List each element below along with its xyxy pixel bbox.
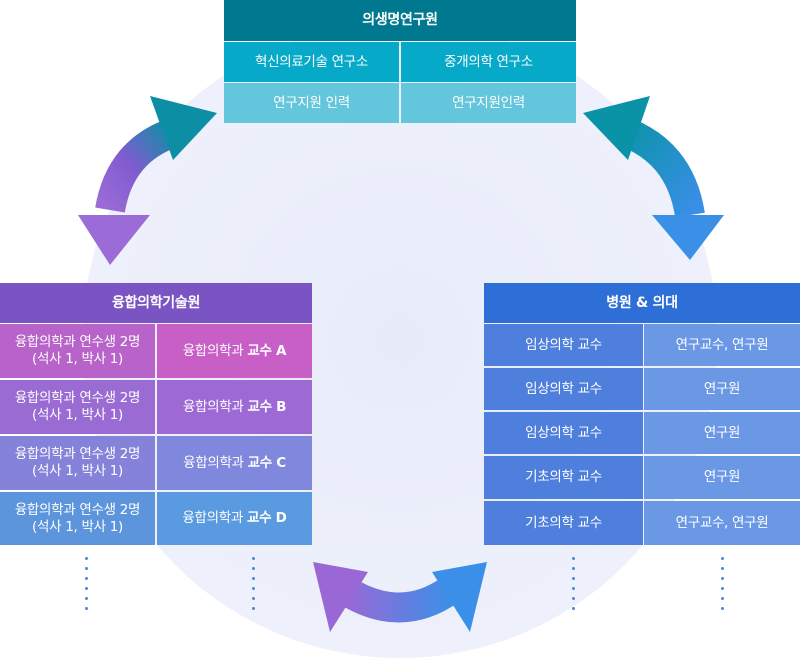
left-row-3-professor: 융합의학과 교수 C — [157, 436, 312, 490]
left-row-3-trainees: 융합의학과 연수생 2명 (석사 1, 박사 1) — [0, 436, 155, 490]
left-group-box: 융합의학기술원 융합의학과 연수생 2명 (석사 1, 박사 1) 융합의학과 … — [0, 283, 312, 545]
right-row-1-staff: 연구교수, 연구원 — [644, 324, 800, 366]
right-row-5-staff: 연구교수, 연구원 — [644, 501, 800, 545]
left-group-title: 융합의학기술원 — [0, 283, 312, 323]
professor-name: 교수 A — [247, 342, 287, 359]
right-row-2-professor: 임상의학 교수 — [484, 368, 643, 410]
top-row1-cell-1: 혁신의료기술 연구소 — [224, 42, 399, 82]
left-row-4-professor: 융합의학과 교수 D — [157, 492, 312, 545]
trainee-breakdown: (석사 1, 박사 1) — [32, 407, 123, 423]
trainee-count: 융합의학과 연수생 2명 — [14, 501, 141, 518]
professor-name: 교수 D — [247, 510, 287, 526]
professor-dept: 융합의학과 — [183, 454, 248, 471]
top-group-title: 의생명연구원 — [224, 0, 576, 41]
trainee-count: 융합의학과 연수생 2명 — [14, 390, 141, 406]
left-row-1-trainees: 융합의학과 연수생 2명 (석사 1, 박사 1) — [0, 324, 155, 378]
top-row2-cell-1: 연구지원 인력 — [224, 83, 399, 123]
right-row-4-professor: 기초의학 교수 — [484, 456, 643, 499]
right-row-3-staff: 연구원 — [644, 412, 800, 454]
trainee-breakdown: (석사 1, 박사 1) — [32, 518, 123, 535]
trainee-count: 융합의학과 연수생 2명 — [14, 446, 141, 462]
left-row-4-trainees: 융합의학과 연수생 2명 (석사 1, 박사 1) — [0, 492, 155, 545]
left-row-1-professor: 융합의학과 교수 A — [157, 324, 312, 378]
double-arrow-icon-top-right — [583, 96, 724, 260]
right-group-title: 병원 & 의대 — [484, 283, 800, 323]
left-row-2-professor: 융합의학과 교수 B — [157, 380, 312, 434]
double-arrow-icon-top-left — [78, 96, 217, 265]
right-row-2-staff: 연구원 — [644, 368, 800, 410]
top-row2-cell-2: 연구지원인력 — [401, 83, 576, 123]
continuation-dots-right-2 — [721, 557, 725, 617]
professor-name: 교수 C — [247, 454, 287, 471]
right-row-5-professor: 기초의학 교수 — [484, 501, 643, 545]
right-row-4-staff: 연구원 — [644, 456, 800, 499]
right-row-1-professor: 임상의학 교수 — [484, 324, 643, 366]
right-group-box: 병원 & 의대 임상의학 교수 연구교수, 연구원 임상의학 교수 연구원 임상… — [484, 283, 800, 545]
top-row1-cell-2: 중개의학 연구소 — [401, 42, 576, 82]
continuation-dots-right-1 — [572, 557, 576, 617]
continuation-dots-left-2 — [252, 557, 256, 617]
top-group-box: 의생명연구원 혁신의료기술 연구소 중개의학 연구소 연구지원 인력 연구지원인… — [224, 0, 576, 123]
trainee-count: 융합의학과 연수생 2명 — [14, 334, 141, 350]
right-row-3-professor: 임상의학 교수 — [484, 412, 643, 454]
professor-dept: 융합의학과 — [182, 510, 248, 526]
professor-dept: 융합의학과 — [182, 398, 248, 415]
trainee-breakdown: (석사 1, 박사 1) — [32, 463, 123, 479]
professor-dept: 융합의학과 — [182, 342, 248, 359]
professor-name: 교수 B — [247, 398, 287, 415]
double-arrow-icon-bottom — [313, 562, 487, 632]
continuation-dots-left-1 — [85, 557, 89, 617]
left-row-2-trainees: 융합의학과 연수생 2명 (석사 1, 박사 1) — [0, 380, 155, 434]
trainee-breakdown: (석사 1, 박사 1) — [32, 351, 123, 367]
